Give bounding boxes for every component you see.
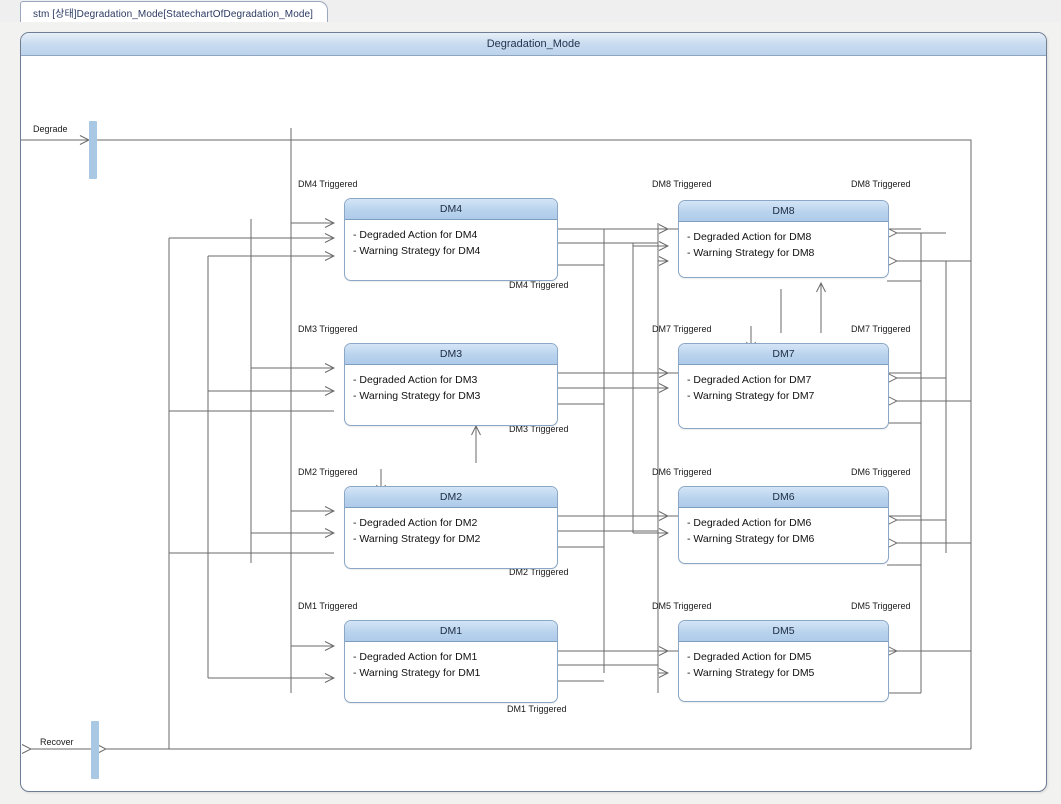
transition-label: DM6 Triggered <box>652 467 712 477</box>
state-dm4[interactable]: DM4 - Degraded Action for DM4 - Warning St… <box>344 198 558 281</box>
state-title-dm3: DM3 <box>345 344 557 365</box>
state-action-line: - Degraded Action for DM6 <box>687 517 812 529</box>
state-body-dm1: - Degraded Action for DM1 - Warning Strat… <box>345 642 557 681</box>
state-action-line: - Warning Strategy for DM2 <box>353 533 481 545</box>
transition-label: DM8 Triggered <box>851 179 911 189</box>
transition-layer <box>21 128 972 791</box>
state-action-line: - Degraded Action for DM5 <box>687 651 812 663</box>
state-action-line: - Warning Strategy for DM6 <box>687 533 815 545</box>
state-action-line: - Warning Strategy for DM4 <box>353 245 481 257</box>
edges-dm5 <box>604 651 971 694</box>
state-body-dm2: - Degraded Action for DM2 - Warning Strat… <box>345 508 557 547</box>
state-action-line: - Warning Strategy for DM3 <box>353 390 481 402</box>
state-action-line: - Degraded Action for DM2 <box>353 517 478 529</box>
editor-tab-strip: stm [상태]Degradation_Mode[StatechartOfDeg… <box>0 0 1061 23</box>
state-title-dm5: DM5 <box>679 621 888 642</box>
entry-recover-edges <box>31 633 971 749</box>
transition-label: DM4 Triggered <box>298 179 358 189</box>
state-action-line: - Warning Strategy for DM7 <box>687 390 815 402</box>
edges-dm6 <box>604 516 971 566</box>
state-dm8[interactable]: DM8 - Degraded Action for DM8 - Warning St… <box>678 200 889 278</box>
transition-label: DM5 Triggered <box>652 601 712 611</box>
state-body-dm3: - Degraded Action for DM3 - Warning Strat… <box>345 365 557 404</box>
state-action-line: - Warning Strategy for DM1 <box>353 667 481 679</box>
state-action-line: - Degraded Action for DM3 <box>353 374 478 386</box>
transition-label: DM1 Triggered <box>298 601 358 611</box>
diagram-frame: Degradation_Mode <box>20 32 1047 792</box>
diagram-frame-header: Degradation_Mode <box>21 33 1046 56</box>
transition-label: DM1 Triggered <box>507 704 567 714</box>
state-dm1[interactable]: DM1 - Degraded Action for DM1 - Warning St… <box>344 620 558 703</box>
state-title-dm6: DM6 <box>679 487 888 508</box>
tab-label: stm [상태]Degradation_Mode[StatechartOfDeg… <box>33 8 314 20</box>
state-body-dm8: - Degraded Action for DM8 - Warning Strat… <box>679 222 888 261</box>
transition-label: DM2 Triggered <box>509 567 569 577</box>
state-dm6[interactable]: DM6 - Degraded Action for DM6 - Warning St… <box>678 486 889 564</box>
transition-label: DM8 Triggered <box>652 179 712 189</box>
state-title-dm1: DM1 <box>345 621 557 642</box>
state-dm7[interactable]: DM7 - Degraded Action for DM7 - Warning St… <box>678 343 889 429</box>
tab-degradation-mode[interactable]: stm [상태]Degradation_Mode[StatechartOfDeg… <box>20 1 329 22</box>
transition-label: DM6 Triggered <box>851 467 911 477</box>
entry-degrade-edges <box>21 140 972 749</box>
edges-dm8 <box>604 229 971 333</box>
state-title-dm8: DM8 <box>679 201 888 222</box>
fork-bar-degrade <box>89 121 97 179</box>
diagram-title: Degradation_Mode <box>486 38 581 50</box>
state-action-line: - Warning Strategy for DM5 <box>687 667 815 679</box>
state-body-dm6: - Degraded Action for DM6 - Warning Strat… <box>679 508 888 547</box>
state-title-dm4: DM4 <box>345 199 557 220</box>
transition-label: DM7 Triggered <box>851 324 911 334</box>
transition-label: DM4 Triggered <box>509 280 569 290</box>
entry-point-label-degrade: Degrade <box>33 124 68 134</box>
state-title-dm2: DM2 <box>345 487 557 508</box>
state-dm5[interactable]: DM5 - Degraded Action for DM5 - Warning St… <box>678 620 889 702</box>
fork-bar-recover <box>91 721 99 779</box>
state-body-dm7: - Degraded Action for DM7 - Warning Strat… <box>679 365 888 404</box>
edges-dm7 <box>604 326 971 424</box>
diagram-canvas[interactable]: Degradation_Mode <box>0 22 1061 804</box>
state-action-line: - Degraded Action for DM7 <box>687 374 812 386</box>
state-body-dm5: - Degraded Action for DM5 - Warning Strat… <box>679 642 888 681</box>
entry-point-label-recover: Recover <box>40 737 74 747</box>
state-body-dm4: - Degraded Action for DM4 - Warning Strat… <box>345 220 557 259</box>
transition-label: DM7 Triggered <box>652 324 712 334</box>
state-action-line: - Degraded Action for DM8 <box>687 231 812 243</box>
transition-label: DM3 Triggered <box>509 424 569 434</box>
state-action-line: - Degraded Action for DM4 <box>353 229 478 241</box>
state-action-line: - Degraded Action for DM1 <box>353 651 478 663</box>
state-dm3[interactable]: DM3 - Degraded Action for DM3 - Warning St… <box>344 343 558 426</box>
transition-label: DM2 Triggered <box>298 467 358 477</box>
transition-label: DM5 Triggered <box>851 601 911 611</box>
transition-label: DM3 Triggered <box>298 324 358 334</box>
state-dm2[interactable]: DM2 - Degraded Action for DM2 - Warning St… <box>344 486 558 569</box>
state-title-dm7: DM7 <box>679 344 888 365</box>
state-action-line: - Warning Strategy for DM8 <box>687 247 815 259</box>
